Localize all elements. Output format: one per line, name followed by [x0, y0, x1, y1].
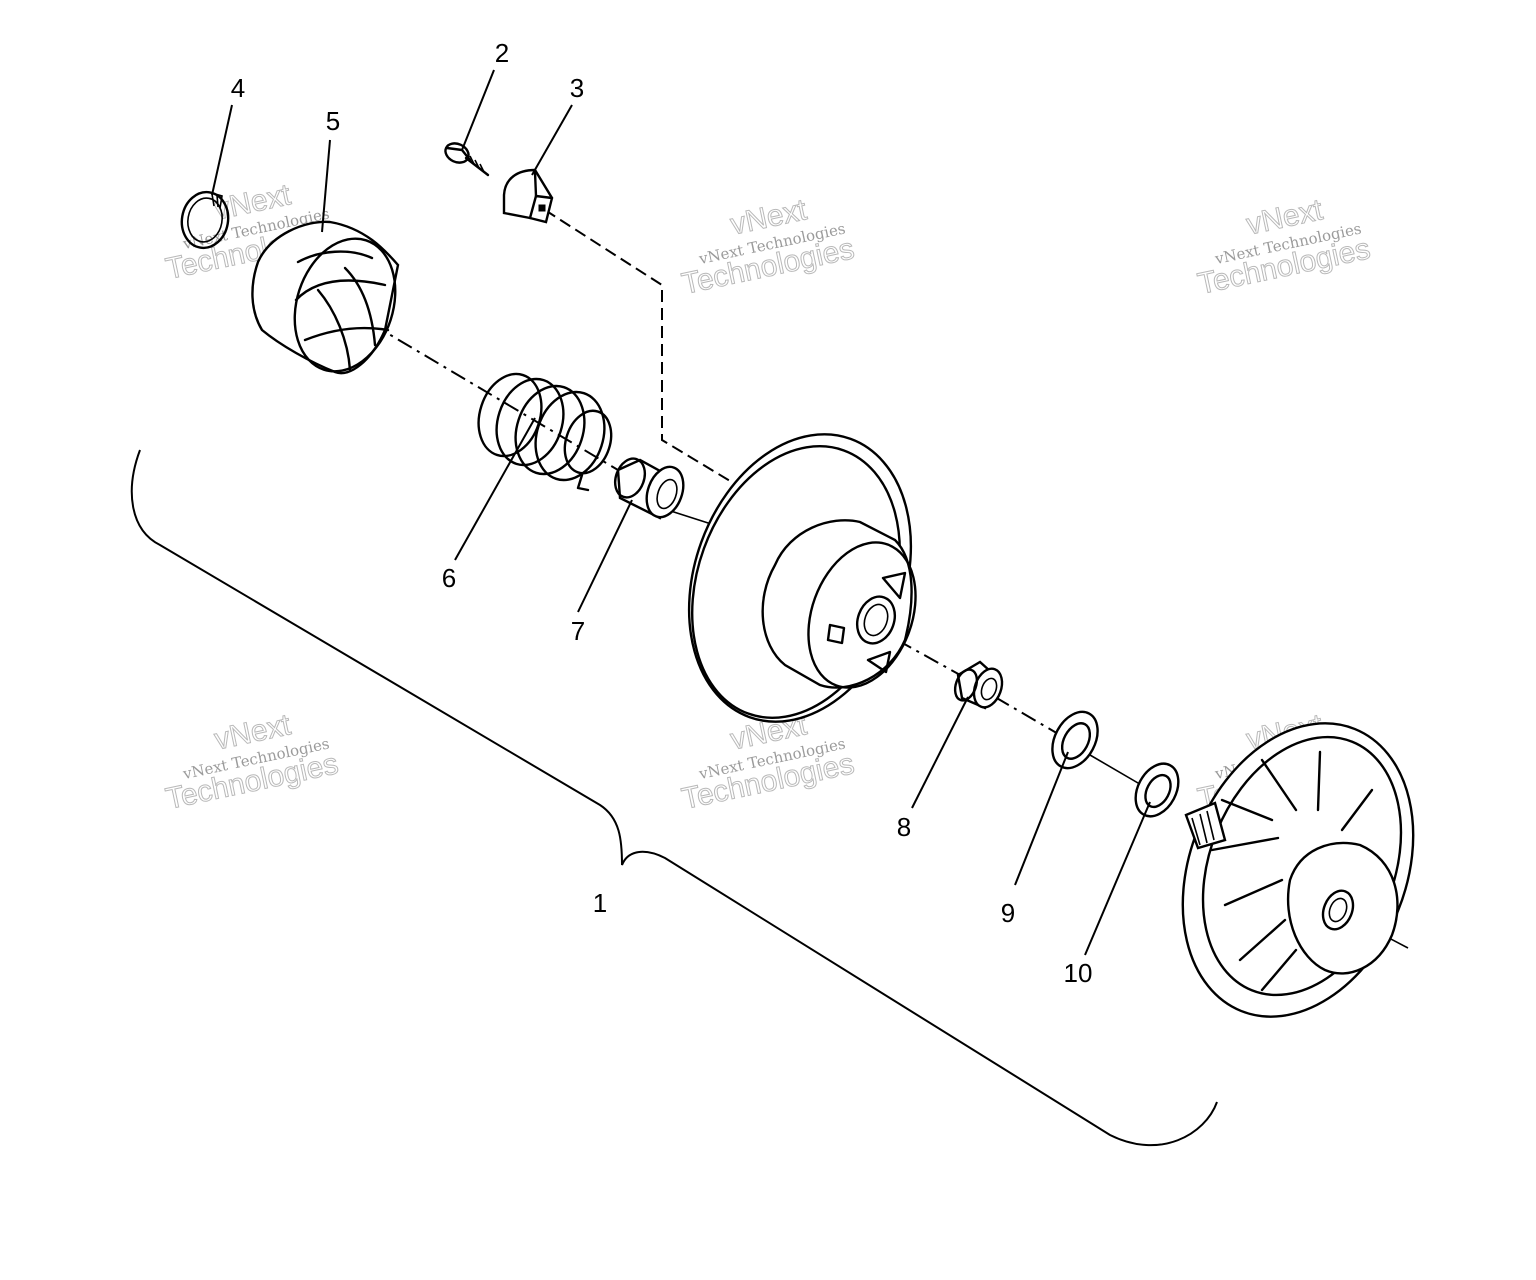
callout-2: 2 [495, 38, 509, 68]
callout-6: 6 [442, 563, 456, 593]
callout-8: 8 [897, 812, 911, 842]
leader-10 [1084, 801, 1151, 956]
callout-5: 5 [326, 106, 340, 136]
leader-2 [461, 69, 495, 151]
fixed-sheave [1181, 722, 1415, 1018]
leader-8 [911, 696, 969, 809]
helix-cam [251, 220, 400, 375]
leader-5 [321, 139, 331, 233]
watermark-bottom-left: vNext vNext Technologies Technologies [162, 708, 341, 817]
screw [444, 142, 490, 177]
callout-10: 10 [1064, 958, 1093, 988]
watermark-top-right: vNext vNext Technologies Technologies [1194, 193, 1373, 302]
watermark-top-center: vNext vNext Technologies Technologies [678, 193, 857, 302]
bushing-upper [613, 457, 685, 520]
assembly-brace [130, 449, 1218, 1147]
callout-4: 4 [231, 73, 245, 103]
axis-line-lower [994, 696, 1061, 736]
leader-9 [1014, 751, 1069, 886]
spring [477, 372, 613, 492]
leader-4 [211, 104, 233, 196]
movable-sheave [687, 433, 917, 723]
callout-9: 9 [1001, 898, 1015, 928]
snap-ring [180, 190, 230, 250]
axis-line-upper [317, 291, 619, 471]
leader-6 [454, 417, 536, 561]
callout-3: 3 [570, 73, 584, 103]
bushing-lower [953, 660, 1004, 710]
callout-1: 1 [593, 888, 607, 918]
dashed-leader-insert [544, 209, 746, 491]
callout-7: 7 [571, 616, 585, 646]
leader-7 [577, 499, 633, 613]
washer-small [1134, 762, 1180, 818]
leader-3 [531, 104, 573, 176]
button-insert [502, 168, 554, 224]
washer-large [1051, 710, 1099, 770]
